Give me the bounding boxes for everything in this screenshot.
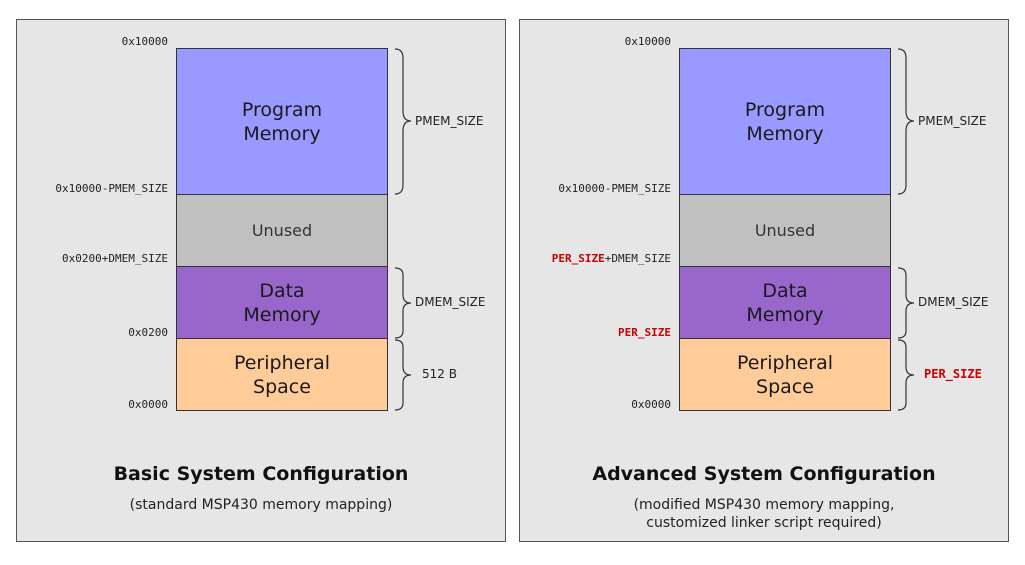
dmem-brace-icon [394,267,412,339]
basic-config-panel: 0x10000 0x10000-PMEM_SIZE 0x0200+DMEM_SI… [16,19,506,542]
addr-dmem-base: 0x0200 [128,326,168,339]
addr-dmem-top: 0x0200+DMEM_SIZE [62,252,168,265]
addr-pmem-base: 0x10000-PMEM_SIZE [55,182,168,195]
addr-bottom: 0x0000 [631,398,671,411]
addr-top: 0x10000 [624,35,671,48]
data-memory-block: Data Memory [176,267,388,339]
panel-title: Advanced System Configuration [592,463,936,485]
addr-dmem-top-rest: +DMEM_SIZE [604,252,671,265]
program-memory-block: Program Memory [176,48,388,195]
pmem-size-label: PMEM_SIZE [918,114,987,128]
addr-pmem-base: 0x10000-PMEM_SIZE [558,182,671,195]
unused-label: Unused [754,220,816,240]
unused-block: Unused [679,195,891,267]
program-memory-label: Program Memory [744,98,826,145]
addr-dmem-top: PER_SIZE+DMEM_SIZE [552,252,671,265]
peripheral-space-label: Peripheral Space [736,351,834,398]
addr-dmem-base: PER_SIZE [618,326,671,339]
panel-subtitle: (standard MSP430 memory mapping) [129,497,393,513]
addr-dmem-base-per-size: PER_SIZE [618,326,671,339]
pmem-size-label: PMEM_SIZE [415,114,484,128]
peripheral-space-label: Peripheral Space [233,351,331,398]
dmem-brace-icon [897,267,915,339]
addr-bottom: 0x0000 [128,398,168,411]
per-size-label: 512 B [422,367,457,381]
addr-top: 0x10000 [121,35,168,48]
data-memory-label: Data Memory [243,279,321,326]
peripheral-space-block: Peripheral Space [679,339,891,411]
data-memory-block: Data Memory [679,267,891,339]
program-memory-label: Program Memory [241,98,323,145]
advanced-config-panel: 0x10000 0x10000-PMEM_SIZE PER_SIZE+DMEM_… [519,19,1009,542]
pmem-brace-icon [897,48,915,195]
per-brace-icon [394,339,412,411]
unused-block: Unused [176,195,388,267]
per-size-label: PER_SIZE [924,367,982,381]
dmem-size-label: DMEM_SIZE [415,295,486,309]
panel-title: Basic System Configuration [113,463,409,485]
peripheral-space-block: Peripheral Space [176,339,388,411]
addr-dmem-top-per-size: PER_SIZE [551,252,605,265]
dmem-size-label: DMEM_SIZE [918,295,989,309]
per-brace-icon [897,339,915,411]
program-memory-block: Program Memory [679,48,891,195]
pmem-brace-icon [394,48,412,195]
data-memory-label: Data Memory [746,279,824,326]
unused-label: Unused [251,220,313,240]
panel-subtitle: (modified MSP430 memory mapping, customi… [633,497,895,531]
